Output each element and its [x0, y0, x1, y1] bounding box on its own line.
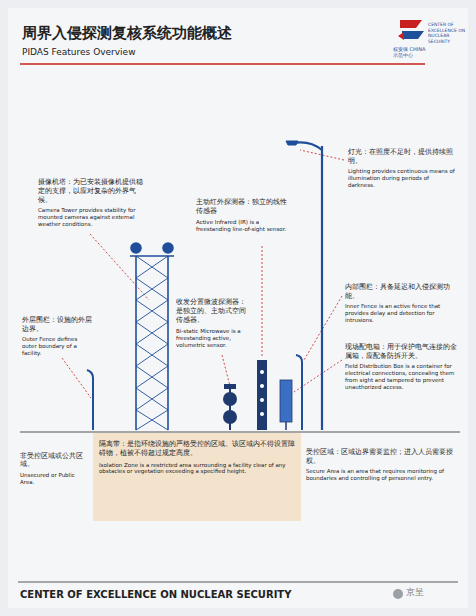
callout-en: Lighting provides continuous means of il… [348, 168, 456, 189]
watermark: 京呈 [406, 587, 466, 598]
zone-label: Unsecured or Public Area. [20, 472, 90, 486]
logo-text: 核安保 CHINA 示范中心 [393, 46, 431, 59]
title-rule [20, 63, 425, 65]
footer-text: CENTER OF EXCELLENCE ON NUCLEAR SECURITY [20, 589, 380, 602]
zone-text-zh: 隔离带：是指环绕设施的严格受控的区域。该区域内不得设置障碍物，植被不得超过规定高… [99, 440, 295, 458]
inner-fence-pole [296, 355, 302, 430]
subtitle: PIDAS Features Overview [22, 47, 322, 58]
poster-title: 周界入侵探测复核系统功能概述 [22, 24, 232, 43]
microwave-sensor [223, 384, 237, 430]
zone-label: Secure Area is an area that requires mon… [306, 468, 458, 482]
watermark-icon [393, 589, 403, 599]
zone-label: 非受控区域或公共区域。 [20, 452, 90, 468]
callout-zh: 内部围栏：具备延迟和入侵探测功能。 [345, 283, 457, 301]
logo-icon [398, 20, 424, 40]
distribution-box [280, 380, 292, 430]
callout-zh: 主动红外探测器：独立的线性传感器 [196, 198, 291, 216]
outer-fence-pole [87, 370, 93, 430]
camera-tower [130, 243, 174, 430]
callout-zh: 摄像机塔：为已安装摄像机提供稳定的支撑，以应对复杂的外界气候。 [38, 178, 143, 204]
zone-label: 受控区域：区域边界需要监控；进入人员需要授权。 [306, 448, 458, 466]
callout-zh: 现场配电箱：用于保护电气连接的金属箱，应配备防拆开关。 [345, 343, 457, 361]
callout-en: Bi-static Microwave is a freestanding ac… [176, 328, 252, 349]
callout-en: Active Infrared (IR) is a freestanding l… [196, 219, 291, 233]
callout-en: Field Distribution Box is a container fo… [345, 363, 457, 391]
callout-en: Camera Tower provides stability for moun… [38, 207, 143, 228]
callout-en: Inner Fence is an active fence that prov… [345, 303, 457, 324]
logo-text: CENTER OF EXCELLENCE ON NUCLEAR SECURITY [428, 22, 472, 45]
callout-en: Outer Fence defines outer boundary of a … [22, 336, 92, 357]
infrared-post [257, 360, 267, 430]
zone-text-en: Isolation Zone is a restricted area surr… [99, 462, 295, 476]
callout-zh: 灯光：在照度不足时，提供持续照明。 [348, 148, 456, 166]
poster-panel [8, 8, 468, 608]
callout-zh: 外层围栏：设施的外层边界。 [22, 316, 92, 334]
callout-zh: 收发分置微波探测器：是独立的、主动式空间传感器。 [176, 298, 252, 324]
footer-rule [18, 582, 458, 583]
zone-band: 隔离带：是指环绕设施的严格受控的区域。该区域内不得设置障碍物，植被不得超过规定高… [93, 433, 301, 521]
light-pole [286, 141, 322, 430]
